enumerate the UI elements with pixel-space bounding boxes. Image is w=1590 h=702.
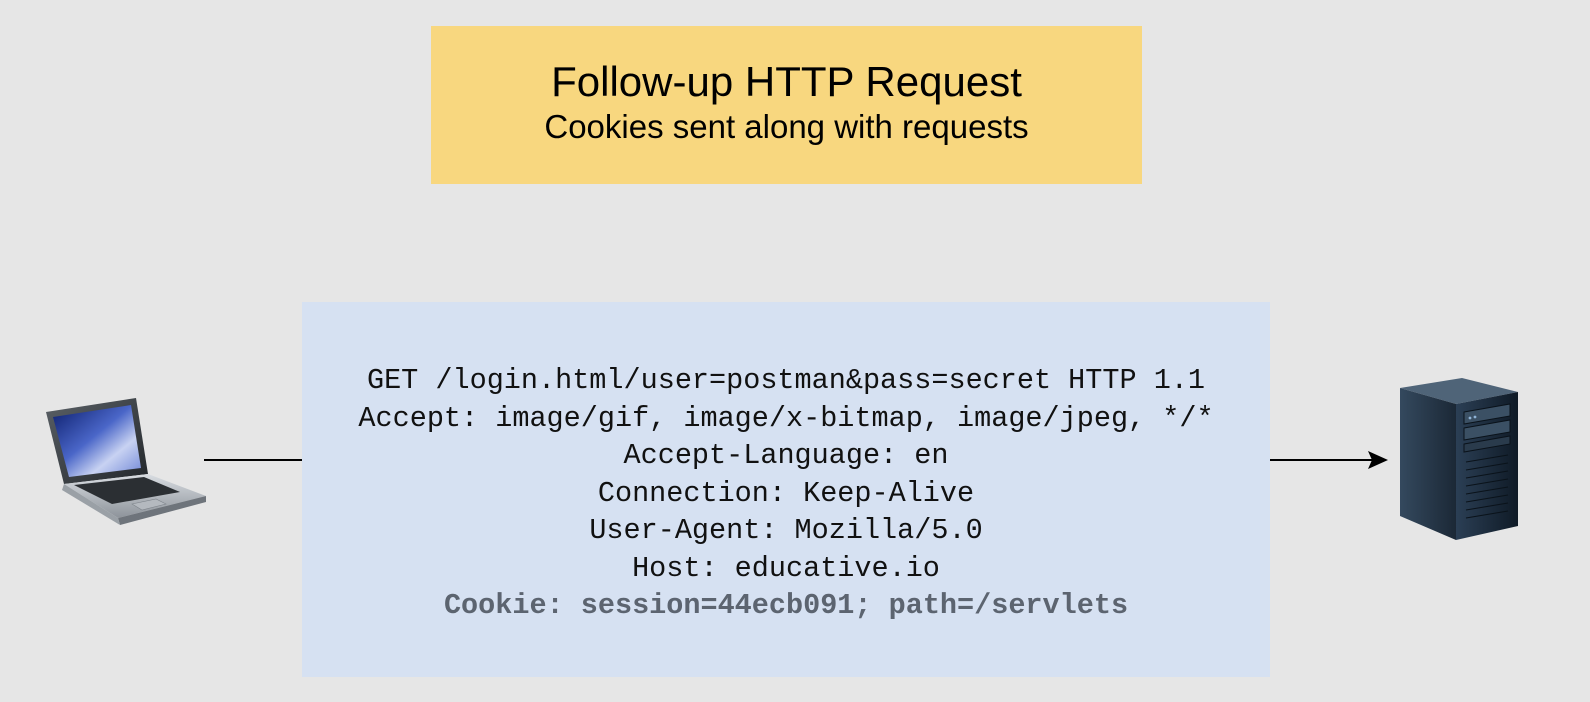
header-user-agent: User-Agent: Mozilla/5.0 <box>589 514 983 548</box>
header-accept-language: Accept-Language: en <box>623 439 949 473</box>
diagram-subtitle: Cookies sent along with requests <box>544 108 1029 145</box>
diagram-title: Follow-up HTTP Request <box>551 58 1022 105</box>
request-line: GET /login.html/user=postman&pass=secret… <box>366 364 1206 398</box>
arrow-head <box>1368 451 1388 469</box>
title-box: Follow-up HTTP Request Cookies sent alon… <box>431 26 1142 184</box>
header-host: Host: educative.io <box>632 551 940 585</box>
laptop-icon <box>46 398 206 525</box>
header-connection: Connection: Keep-Alive <box>597 476 975 510</box>
header-accept: Accept: image/gif, image/x-bitmap, image… <box>358 401 1214 435</box>
http-request-box: GET /login.html/user=postman&pass=secret… <box>302 302 1270 677</box>
header-cookie: Cookie: session=44ecb091; path=/servlets <box>443 589 1129 623</box>
server-tower-icon <box>1400 378 1518 540</box>
